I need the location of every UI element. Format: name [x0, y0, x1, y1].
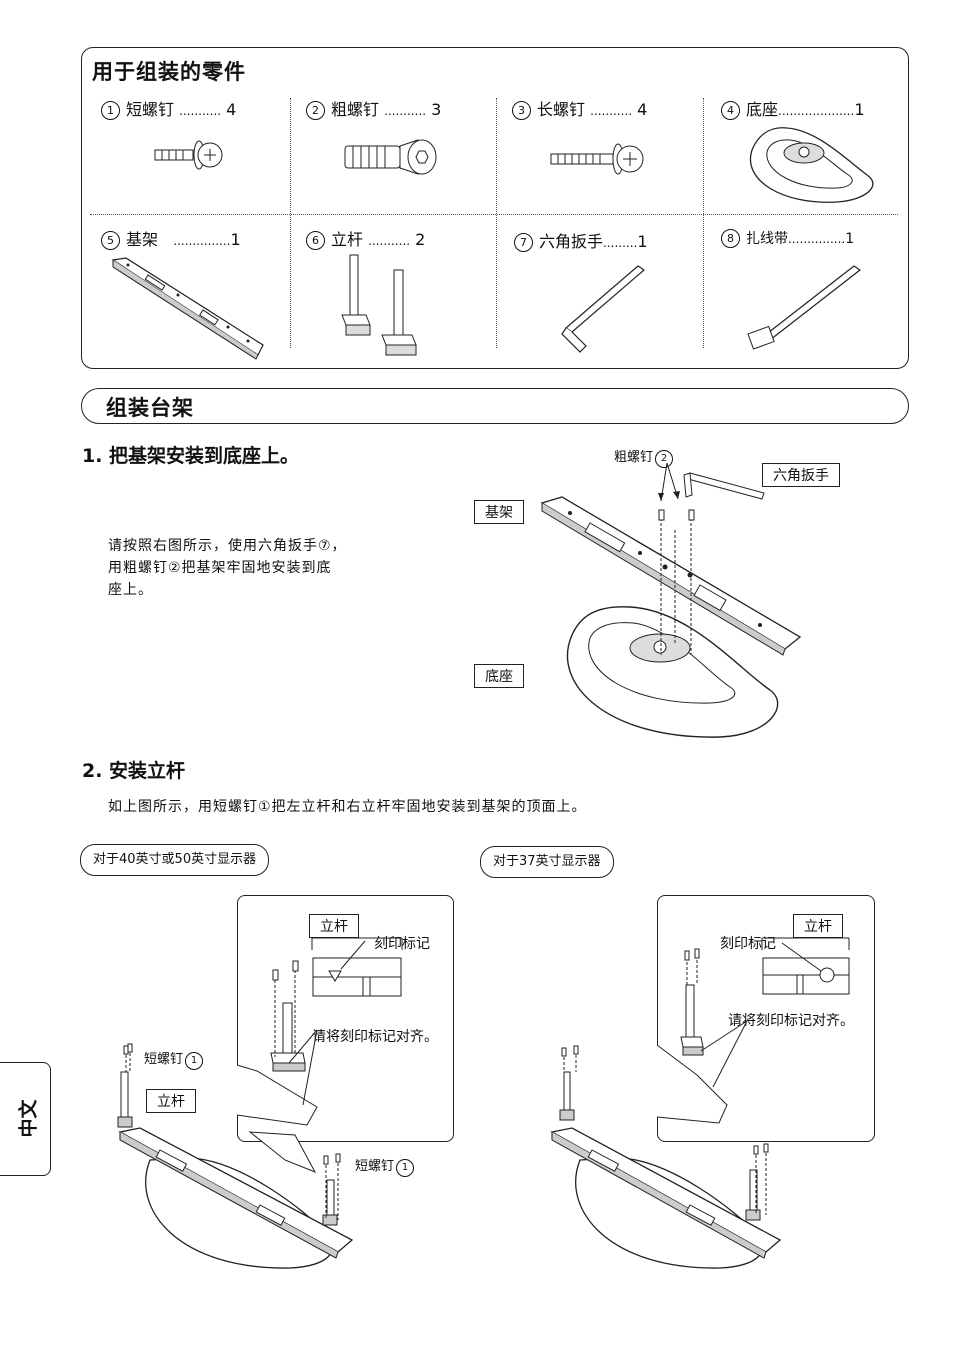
- label-frame: 基架: [474, 500, 524, 524]
- pill-40-50-inch: 对于40英寸或50英寸显示器: [80, 844, 270, 876]
- hex-wrench-icon: [561, 265, 645, 353]
- step1-text-line1: 请按照右图所示，使用六角扳手⑦，: [108, 538, 347, 554]
- section-bar: [81, 388, 909, 424]
- divider: [703, 98, 704, 348]
- left-inset-pole-label: 立杆: [309, 914, 359, 938]
- left-inset-diagram: [236, 937, 403, 1126]
- divider: [496, 98, 497, 348]
- step2-text: 如上图所示，用短螺钉①把左立杆和右立杆牢固地安装到基架的顶面上。: [108, 799, 587, 815]
- base-stand-icon: [749, 127, 874, 203]
- divider: [290, 98, 291, 348]
- language-tab: 中文: [0, 1062, 51, 1176]
- section-title: 组装台架: [106, 396, 194, 420]
- parts-title: 用于组装的零件: [92, 60, 246, 84]
- step1-text-line3: 座上。: [108, 582, 153, 598]
- step1-title: 1. 把基架安装到底座上。: [82, 445, 300, 467]
- step1-diagram: [540, 462, 802, 738]
- pill-37-inch: 对于37英寸显示器: [480, 846, 614, 878]
- left-pole-label: 立杆: [146, 1089, 196, 1113]
- step2-title: 2. 安装立杆: [82, 760, 186, 782]
- right-inset-align-label: 请将刻印标记对齐。: [728, 1013, 854, 1029]
- long-screw-icon: [550, 143, 644, 175]
- label-hex-wrench: 六角扳手: [762, 463, 840, 487]
- left-inset-align-label: 请将刻印标记对齐。: [312, 1029, 438, 1045]
- divider: [90, 214, 898, 215]
- pole-icon: [341, 254, 417, 356]
- step1-text-line2: 用粗螺钉②把基架牢固地安装到底: [108, 560, 332, 576]
- parts-box: [81, 47, 909, 369]
- label-base: 底座: [474, 664, 524, 688]
- thick-screw-icon: [344, 139, 437, 175]
- cable-tie-icon: [747, 265, 862, 350]
- short-screw-icon: [154, 140, 223, 170]
- left-main-diagram: [117, 1043, 354, 1269]
- right-inset-diagram: [656, 937, 850, 1124]
- frame-bracket-icon: [111, 257, 264, 360]
- right-main-diagram: [550, 1045, 782, 1269]
